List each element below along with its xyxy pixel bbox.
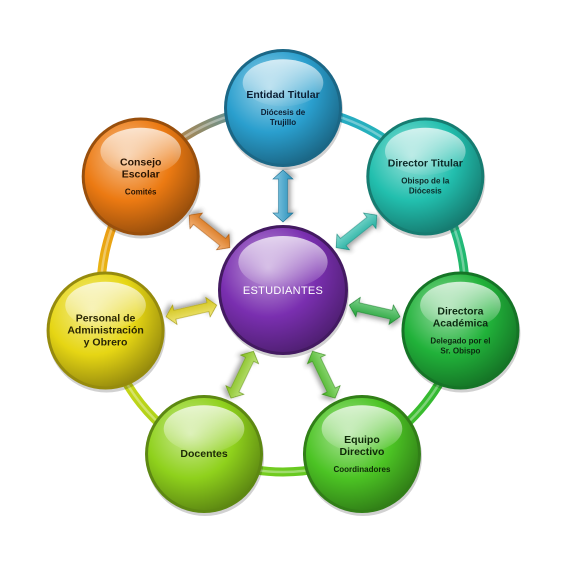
double-arrow-icon xyxy=(165,296,218,326)
node-subtitle-line: Trujillo xyxy=(270,118,296,127)
node-title-line: y Obrero xyxy=(84,336,128,348)
node-title-line: Personal de xyxy=(76,312,136,324)
connector-arrow-consejo-escolar xyxy=(188,212,231,251)
node-gloss xyxy=(65,281,146,329)
node-subtitle-line: Comités xyxy=(125,188,157,197)
node-title-line: Administración xyxy=(67,324,143,336)
double-arrow-icon xyxy=(306,350,341,399)
node-title-line: Docentes xyxy=(180,448,227,460)
node-subtitle-line: Diócesis de xyxy=(261,108,306,117)
node-gloss xyxy=(100,127,182,175)
node-gloss xyxy=(420,281,501,329)
node-title-line: Director Titular xyxy=(388,158,463,170)
connector-arrow-entidad-titular xyxy=(272,169,294,223)
node-title-line: Escolar xyxy=(122,169,160,181)
connector-arrow-directora-academica xyxy=(348,296,401,326)
node-gloss xyxy=(321,405,403,453)
node-title-line: Entidad Titular xyxy=(246,89,319,101)
center-gloss xyxy=(238,236,328,289)
double-arrow-icon xyxy=(335,212,378,251)
node-subtitle-line: Coordinadores xyxy=(334,465,391,474)
connector-arrow-equipo-directivo xyxy=(306,350,341,399)
node-title-line: Directora xyxy=(437,305,483,317)
node-title-line: Consejo xyxy=(120,157,161,169)
node-title-line: Directivo xyxy=(339,446,384,458)
node-subtitle-line: Diócesis xyxy=(409,187,442,196)
double-arrow-icon xyxy=(188,212,231,251)
node-subtitle-line: Obispo de la xyxy=(401,177,450,186)
node-gloss xyxy=(384,127,466,175)
node-gloss xyxy=(242,59,324,107)
node-subtitle-line: Sr. Obispo xyxy=(440,346,480,355)
node-docentes: Docentes xyxy=(145,394,265,516)
connector-arrow-personal-administracion xyxy=(165,296,218,326)
connector-arrow-director-titular xyxy=(335,212,378,251)
node-gloss xyxy=(163,405,245,453)
double-arrow-icon xyxy=(225,350,260,399)
node-title-line: Académica xyxy=(433,317,489,329)
center-node-estudiantes: ESTUDIANTES xyxy=(218,225,349,358)
node-title-line: Equipo xyxy=(344,434,380,446)
double-arrow-icon xyxy=(348,296,401,326)
connector-arrow-docentes xyxy=(225,350,260,399)
center-label: ESTUDIANTES xyxy=(243,285,323,297)
double-arrow-icon xyxy=(272,169,294,223)
node-subtitle-line: Delegado por el xyxy=(430,336,490,345)
